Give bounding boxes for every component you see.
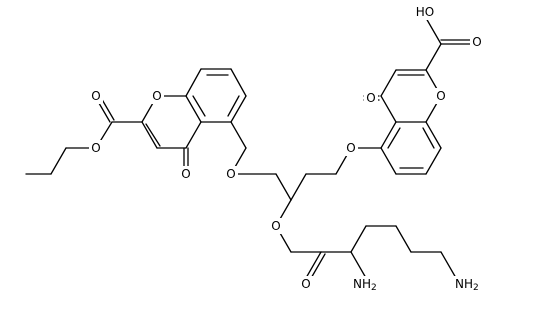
- ester-carbonyl-oxygen-left: O: [89, 88, 103, 104]
- epsilon-amino-group: NH2: [452, 276, 486, 293]
- svg-text:O: O: [472, 35, 481, 49]
- svg-text:O: O: [91, 141, 100, 155]
- ring-oxygen-right: O: [434, 88, 448, 104]
- svg-text:O: O: [271, 219, 280, 233]
- atom-labels: O O O O O O O O: [89, 4, 486, 293]
- ether-oxygen-left: O: [224, 166, 238, 182]
- lysyl-ester-oxygen: O: [269, 218, 283, 234]
- svg-text:O: O: [181, 167, 190, 181]
- svg-text:HO: HO: [416, 5, 434, 19]
- svg-text:O: O: [301, 277, 310, 291]
- ketone-oxygen-right: O: [364, 90, 378, 106]
- svg-text:O: O: [346, 141, 355, 155]
- svg-text:O: O: [366, 91, 375, 105]
- svg-text:O: O: [436, 89, 445, 103]
- ketone-oxygen-left: O: [179, 166, 193, 182]
- acid-hydroxyl: HO: [412, 4, 438, 20]
- svg-text:O: O: [152, 89, 161, 103]
- svg-text:O: O: [91, 89, 100, 103]
- ether-oxygen-right: O: [344, 140, 358, 156]
- svg-text:NH2: NH2: [455, 277, 479, 293]
- left-chromone-bonds: [25, 68, 277, 175]
- ester-ether-oxygen-left: O: [89, 140, 103, 156]
- alpha-amino-group: NH2: [350, 276, 384, 293]
- svg-text:NH2: NH2: [353, 277, 377, 293]
- ring-oxygen-left: O: [150, 88, 164, 104]
- lysyl-carbonyl-oxygen: O: [299, 276, 313, 292]
- linker-bonds: [275, 173, 457, 281]
- svg-text:O: O: [226, 167, 235, 181]
- acid-carbonyl-oxygen: O: [470, 34, 484, 50]
